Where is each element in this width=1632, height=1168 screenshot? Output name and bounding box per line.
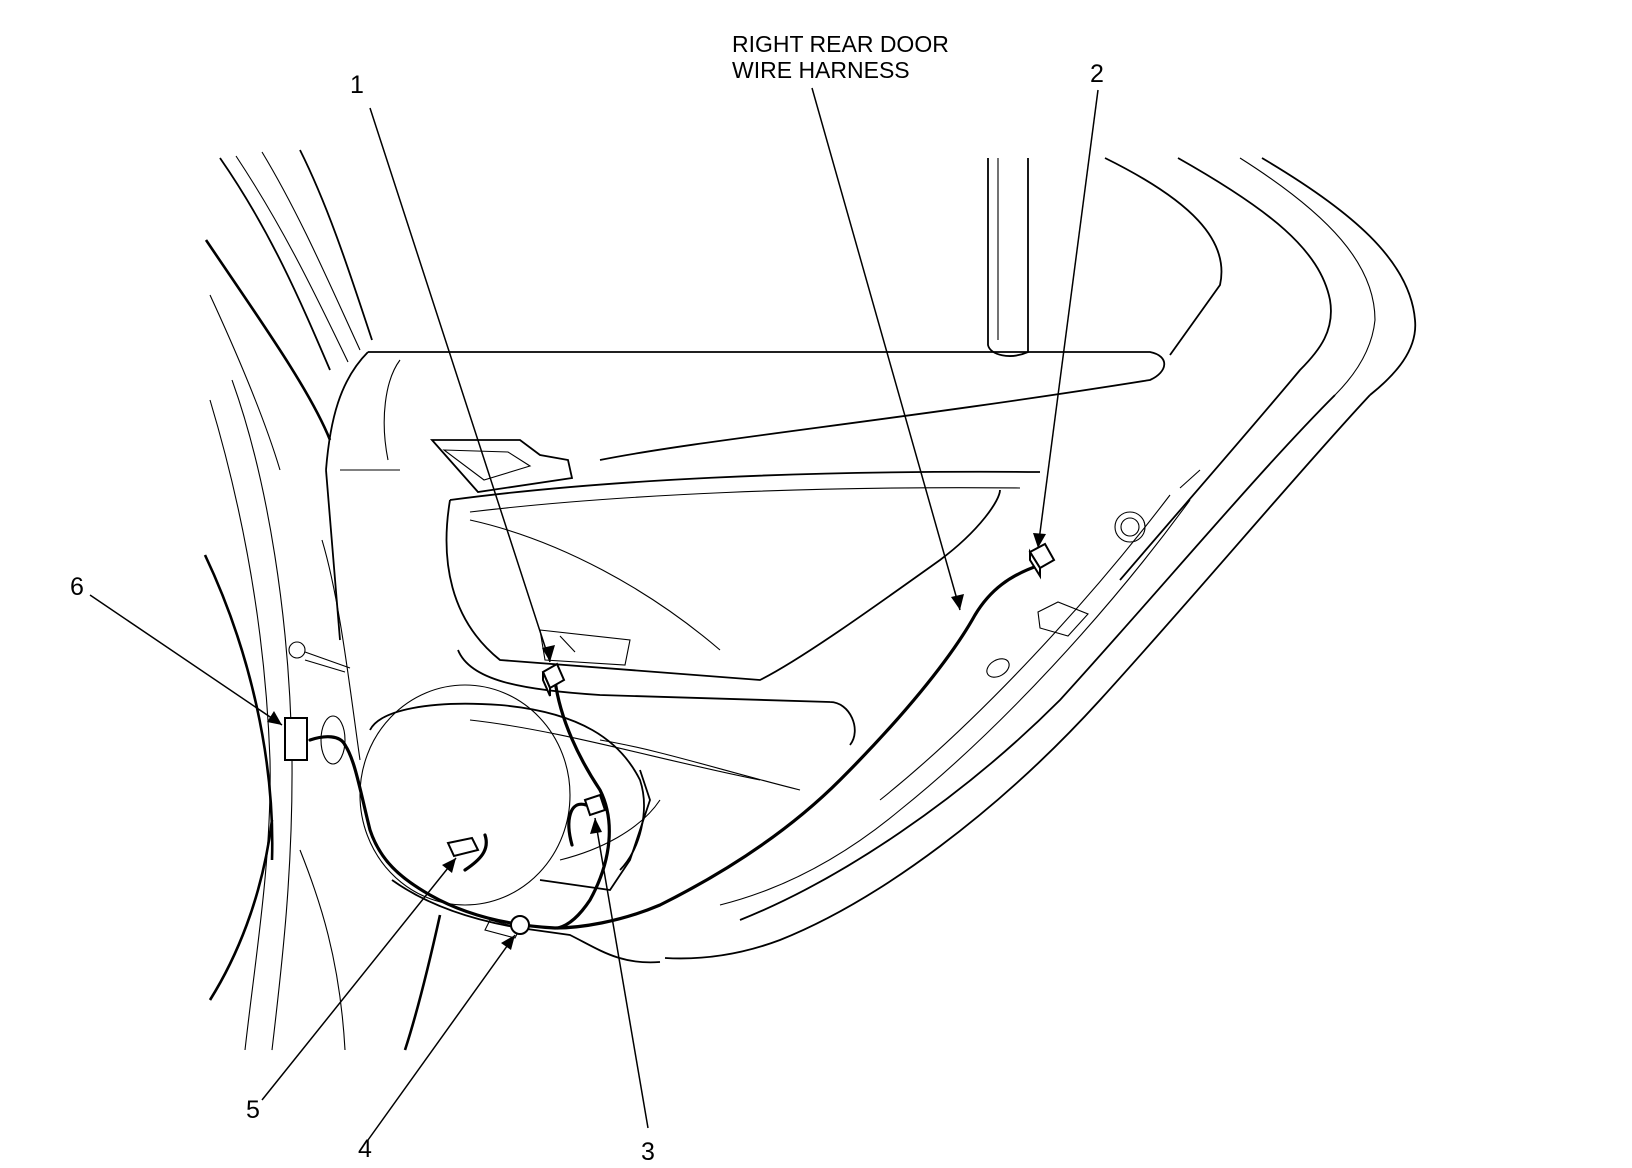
door-frame-right [664, 157, 1417, 960]
callout-3: 3 [641, 1138, 655, 1166]
leader-lines [89, 87, 1099, 1141]
harness-title-line-1: RIGHT REAR DOOR [732, 31, 949, 57]
door-inner-panel [325, 351, 1201, 964]
body-pillar-left [203, 149, 442, 1051]
connector-5 [446, 836, 480, 858]
callout-4: 4 [358, 1135, 372, 1163]
grommet-4 [510, 915, 530, 935]
connector-1 [541, 662, 566, 697]
connector-6 [284, 715, 346, 765]
connector-3 [583, 793, 607, 817]
wire-harness-routing [308, 563, 1042, 930]
callout-1: 1 [350, 71, 364, 99]
harness-title-line-2: WIRE HARNESS [732, 57, 910, 83]
callout-2: 2 [1090, 60, 1104, 88]
connector-2 [1028, 542, 1056, 580]
callout-6: 6 [70, 573, 84, 601]
callout-5: 5 [246, 1096, 260, 1124]
